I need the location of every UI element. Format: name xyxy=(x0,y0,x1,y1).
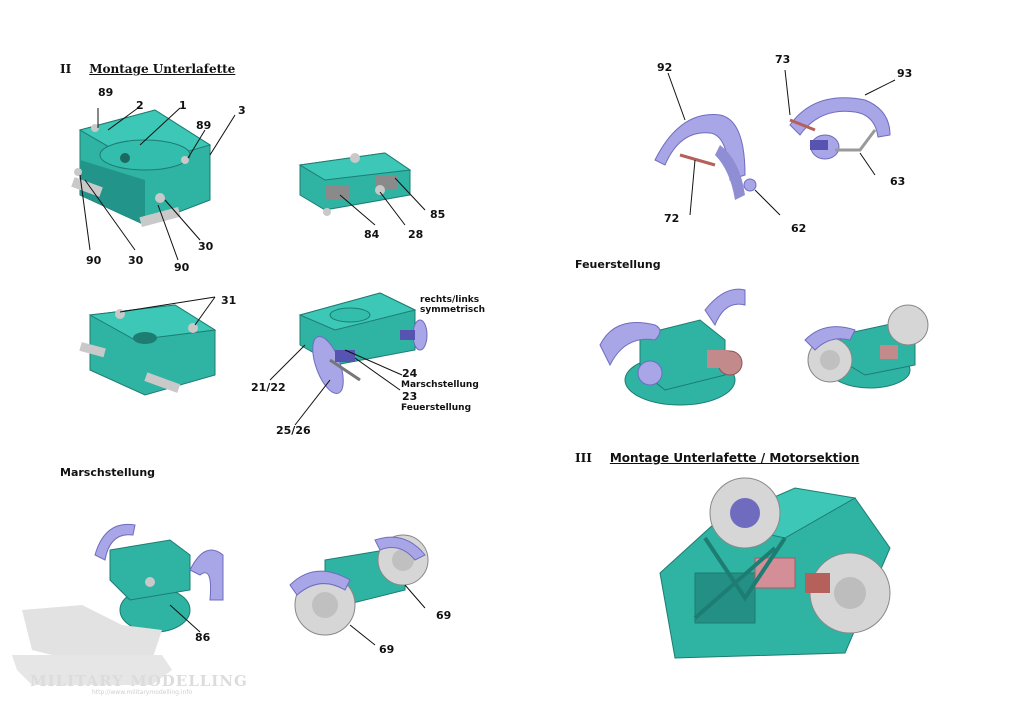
part-label: 2 xyxy=(136,99,144,112)
part-label: 62 xyxy=(791,222,807,235)
note-symmetrisch: symmetrisch xyxy=(420,305,486,315)
section-number: II xyxy=(60,62,72,76)
part-label: 25/26 xyxy=(276,424,311,437)
part-label: 63 xyxy=(890,175,906,188)
figure-motorsektion xyxy=(659,477,891,659)
figure-side-view xyxy=(298,152,426,226)
section-title: Montage Unterlafette xyxy=(89,62,236,76)
part-label: 72 xyxy=(664,212,680,225)
section-heading-ii: II Montage Unterlafette xyxy=(60,62,235,76)
watermark-url: http://www.militarymodelling.info xyxy=(92,689,193,696)
figure-marsch-1 xyxy=(94,523,224,633)
part-label: 23 xyxy=(402,390,418,403)
part-label: 3 xyxy=(238,104,246,117)
watermark-tank-logo xyxy=(12,605,172,685)
part-label: 31 xyxy=(221,294,237,307)
watermark-text: MILITARY MODELLING xyxy=(30,672,248,690)
part-label: 69 xyxy=(379,643,395,656)
heading-marschstellung: Marschstellung xyxy=(60,466,156,479)
heading-feuerstellung: Feuerstellung xyxy=(575,258,661,271)
section-title: Montage Unterlafette / Motorsektion xyxy=(609,451,860,465)
part-label: 30 xyxy=(128,254,144,267)
part-label: 90 xyxy=(174,261,190,274)
section-number: III xyxy=(575,451,592,465)
figure-symmetric xyxy=(269,292,428,426)
figure-base-assembly xyxy=(71,107,236,261)
note-rechts-links: rechts/links xyxy=(420,295,480,305)
section-heading-iii: III Montage Unterlafette / Motorsektion xyxy=(575,451,859,465)
note-feuerstellung: Feuerstellung xyxy=(401,403,472,413)
part-label: 1 xyxy=(179,99,187,112)
part-label: 73 xyxy=(775,53,791,66)
part-label: 93 xyxy=(897,67,913,80)
part-label: 30 xyxy=(198,240,214,253)
figure-feuer-1 xyxy=(599,288,746,406)
part-label: 69 xyxy=(436,609,452,622)
figure-fenders xyxy=(654,69,896,216)
part-label: 86 xyxy=(195,631,211,644)
part-label: 85 xyxy=(430,208,446,221)
figure-feuer-2 xyxy=(804,304,929,389)
part-label: 89 xyxy=(196,119,212,132)
note-marschstellung: Marschstellung xyxy=(401,380,479,390)
part-label: 90 xyxy=(86,254,102,267)
part-label: 24 xyxy=(402,367,418,380)
part-label: 21/22 xyxy=(251,381,286,394)
part-label: 28 xyxy=(408,228,424,241)
figure-marsch-2 xyxy=(289,534,429,646)
part-label: 84 xyxy=(364,228,380,241)
figure-base-pins xyxy=(79,296,217,396)
part-label: 89 xyxy=(98,86,114,99)
part-label: 92 xyxy=(657,61,673,74)
